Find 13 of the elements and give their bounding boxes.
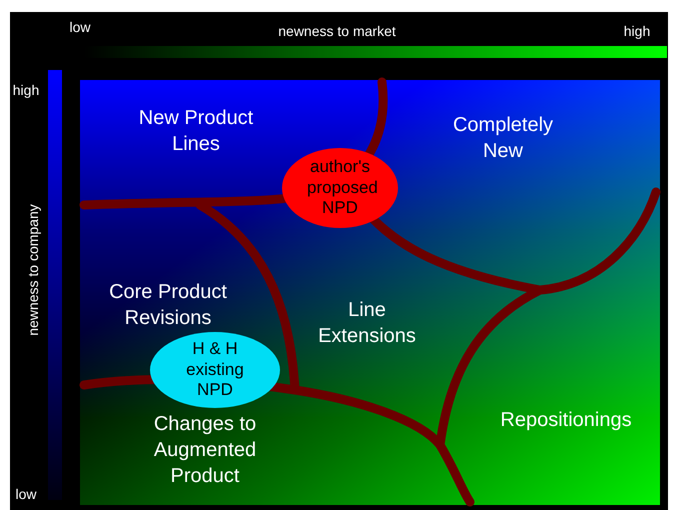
- axis-end-label: high: [624, 22, 650, 40]
- ellipse-label: H & H existing NPD: [185, 339, 245, 401]
- region-label: New Product Lines: [138, 106, 254, 157]
- axis-title: newness to market: [278, 22, 396, 40]
- region-label: Repositionings: [499, 408, 633, 433]
- axis-end-label: low: [16, 484, 36, 504]
- axis-end-label: low: [70, 18, 90, 36]
- region-label: Core Product Revisions: [108, 280, 228, 331]
- region-label: Changes to Augmented Product: [152, 412, 258, 489]
- axis-end-label: high: [12, 80, 40, 100]
- axis-title: newness to company: [24, 204, 42, 336]
- region-label: Line Extensions: [317, 298, 417, 349]
- region-label: Completely New: [452, 113, 554, 164]
